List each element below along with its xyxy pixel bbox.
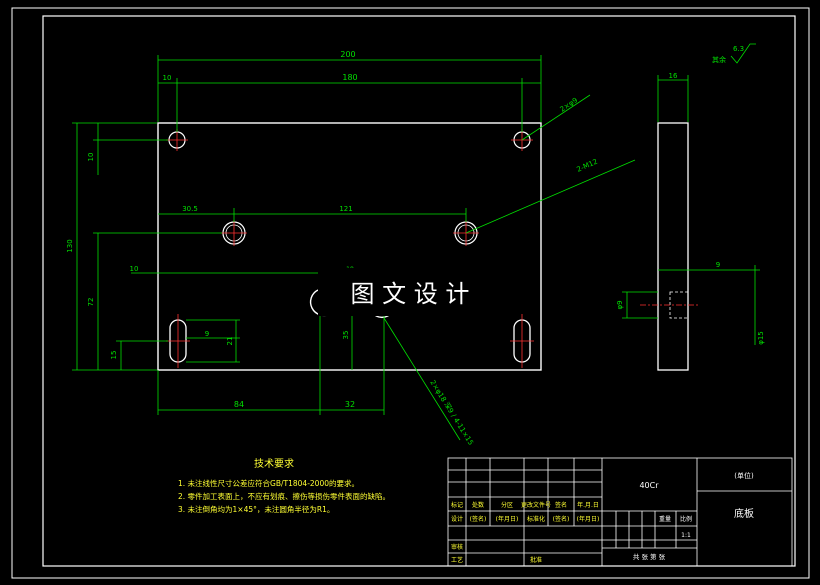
tb-design-date: (年月日)	[496, 515, 519, 523]
tb-weight-label: 重量	[659, 515, 671, 523]
tech-item-3: 3. 未注倒角均为1×45°，未注圆角半径为R1。	[178, 504, 334, 514]
callout-bottom: 2×φ18 深9 / 4-11×15	[428, 378, 475, 446]
tb-sign: 签名	[555, 501, 567, 509]
tech-requirements: 技术要求 1. 未注线性尺寸公差应符合GB/T1804-2000的要求。 2. …	[178, 457, 390, 514]
side-view: 16 9 φ9 φ15	[616, 72, 765, 371]
dim-bottom-left: 84	[234, 400, 244, 409]
dim-hole-span: 180	[342, 73, 357, 82]
tb-scale-value: 1:1	[681, 532, 691, 539]
tb-review: 审核	[451, 543, 463, 551]
plate-outline	[157, 122, 542, 371]
tb-date: 年.月.日	[577, 501, 599, 509]
tech-item-1: 1. 未注线性尺寸公差应符合GB/T1804-2000的要求。	[178, 478, 359, 488]
slot-right	[510, 314, 534, 368]
front-view	[157, 122, 542, 371]
roughness-symbol: 其余 6.3	[712, 43, 756, 64]
unit: (单位)	[734, 471, 754, 480]
dim-side-thickness: 16	[669, 72, 678, 80]
roughness-value: 6.3	[733, 45, 744, 53]
tb-design: 设计	[451, 515, 463, 523]
tb-standard: 标准化	[527, 515, 545, 523]
tb-design-sign: (签名)	[470, 515, 487, 523]
tech-title: 技术要求	[254, 457, 294, 470]
tb-standard-date: (年月日)	[577, 515, 600, 523]
dim-total-width: 200	[340, 50, 355, 59]
dim-top-offset: 10	[87, 153, 95, 162]
dim-center-span: 121	[339, 205, 352, 213]
tb-approve: 批准	[530, 556, 542, 564]
watermark-text: 图 文 设 计	[351, 280, 470, 308]
title-block	[447, 457, 793, 567]
title-block-text: 40Cr (单位) 底板 标记 处数 分区 更改文件号 签名 年.月.日 设计 …	[451, 471, 754, 564]
dim-slot-depth: 21	[226, 337, 234, 346]
dim-mid-height: 72	[87, 298, 95, 307]
callout-mid-right: 2-M12	[576, 158, 599, 174]
tech-item-2: 2. 零件加工表面上，不应有划痕、擦伤等损伤零件表面的缺陷。	[178, 491, 390, 501]
slot-left	[166, 314, 190, 368]
inner-frame	[42, 15, 796, 567]
tb-scale-label: 比例	[680, 515, 692, 523]
dim-side-hole-large: φ15	[757, 331, 765, 345]
hole-top-left	[166, 129, 188, 151]
tb-mark: 标记	[451, 501, 463, 509]
material: 40Cr	[639, 481, 659, 490]
tb-standard-sign: (签名)	[553, 515, 570, 523]
dimension-lines	[72, 55, 636, 441]
dim-slot-length: 35	[342, 331, 350, 340]
outer-frame	[11, 7, 810, 579]
side-outline	[657, 122, 689, 371]
dim-height: 130	[66, 239, 74, 252]
tb-sheets: 共 张 第 张	[633, 552, 666, 561]
part-name: 底板	[734, 507, 754, 520]
threaded-hole-left	[221, 220, 247, 246]
callout-top-right: 2×φ9	[559, 96, 580, 113]
dim-center-offset: 30.5	[182, 205, 198, 213]
dim-center-hole-offset: 10	[130, 265, 139, 273]
roughness-label: 其余	[712, 55, 726, 64]
dim-bottom-mid: 32	[345, 400, 355, 409]
tb-zone: 分区	[501, 501, 513, 509]
tb-change-doc: 更改文件号	[521, 501, 551, 509]
dim-side-hole-small: φ9	[616, 300, 624, 309]
dimension-labels: 200 180 10 30.5 121 10 18 130 10 72 15 9…	[66, 50, 358, 409]
dim-slot-width: 9	[205, 330, 209, 338]
watermark-bg	[318, 268, 500, 316]
dim-side-hole-depth: 9	[716, 261, 720, 269]
tb-count: 处数	[472, 501, 484, 509]
tb-process: 工艺	[451, 556, 463, 564]
dim-left-offset: 10	[163, 74, 172, 82]
dim-slot-height: 15	[110, 351, 118, 360]
